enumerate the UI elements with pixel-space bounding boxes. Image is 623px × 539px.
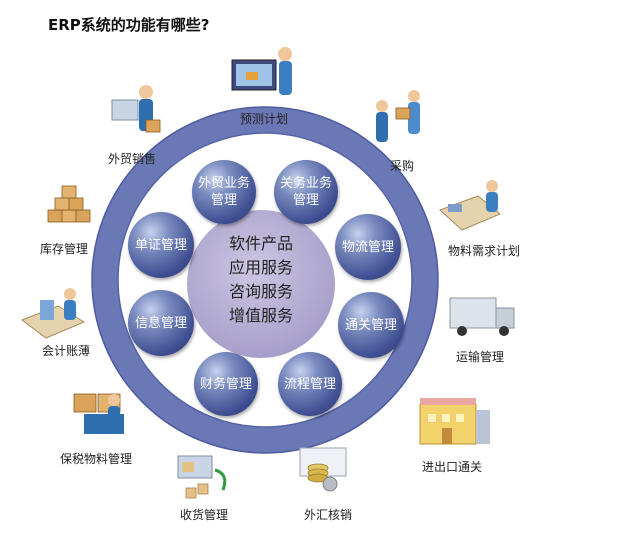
label-inventory-management: 库存管理 — [40, 242, 89, 256]
center-line-application-services: 应用服务 — [228, 258, 293, 277]
purchase-icon — [376, 90, 420, 142]
label-forex-verification: 外汇核销 — [304, 508, 353, 522]
module-process: 流程管理 — [278, 352, 342, 416]
customs-building-icon — [419, 398, 490, 445]
outer-ring — [92, 107, 438, 453]
material-requirement-plan-icon — [439, 180, 501, 231]
label-material-requirement-plan: 物料需求计划 — [448, 244, 521, 258]
accounting-ledger-icon — [20, 288, 86, 339]
module-information: 信息管理 — [128, 290, 194, 356]
forecast-plan-icon — [231, 47, 292, 95]
receiving-icon — [177, 455, 227, 499]
foreign-trade-sales-icon — [111, 85, 161, 133]
inventory-boxes-icon — [47, 185, 91, 223]
center-line-value-added-services: 增值服务 — [228, 306, 293, 325]
bonded-material-icon — [73, 393, 124, 434]
module-clearance: 通关管理 — [338, 292, 404, 358]
center-line-consulting-services: 咨询服务 — [228, 282, 293, 301]
center-line-software-products: 软件产品 — [228, 234, 293, 253]
label-import-export-customs: 进出口通关 — [422, 460, 483, 474]
module-foreign-trade-business: 外贸业务管理 — [192, 160, 256, 224]
label-transport-management: 运输管理 — [456, 350, 505, 364]
forex-coins-icon — [299, 447, 347, 492]
module-logistics: 物流管理 — [335, 214, 401, 280]
label-purchase: 采购 — [390, 159, 415, 173]
page-title: ERP系统的功能有哪些? — [48, 16, 210, 34]
outer-ring-edge — [91, 106, 439, 454]
label-forecast-plan: 预测计划 — [240, 112, 289, 126]
module-finance: 财务管理 — [194, 352, 258, 416]
label-receiving-management: 收货管理 — [180, 508, 229, 522]
module-documents: 单证管理 — [128, 212, 194, 278]
center-services: 软件产品 应用服务 咨询服务 增值服务 — [196, 232, 326, 328]
inner-ring-edge — [117, 132, 413, 428]
label-bonded-material-management: 保税物料管理 — [60, 452, 133, 466]
label-foreign-trade-sales: 外贸销售 — [108, 152, 157, 166]
transport-truck-icon — [449, 297, 515, 336]
module-customs-business: 关务业务管理 — [274, 160, 338, 224]
center-disk — [187, 210, 335, 358]
label-accounting-ledger: 会计账薄 — [42, 344, 91, 358]
